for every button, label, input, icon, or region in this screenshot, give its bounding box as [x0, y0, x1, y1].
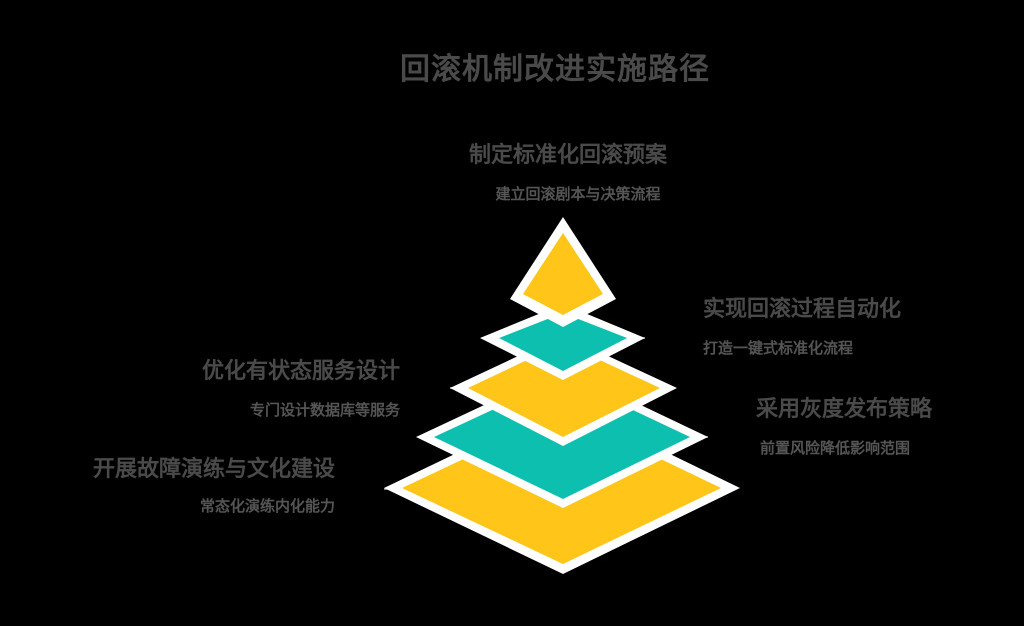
label-layer-1-heading: 制定标准化回滚预案: [468, 143, 667, 168]
label-layer-5: 开展故障演练与文化建设 常态化演练内化能力: [50, 456, 335, 515]
label-layer-5-sub: 常态化演练内化能力: [199, 497, 335, 515]
pyramid-layer-1-fill: [523, 233, 603, 315]
label-layer-1-sub: 建立回滚剧本与决策流程: [495, 185, 661, 203]
label-layer-3: 优化有状态服务设计 专门设计数据库等服务: [120, 358, 400, 420]
pyramid-layer-2-fill: [499, 313, 627, 371]
label-layer-4: 采用灰度发布策略 前置风险降低影响范围: [756, 396, 932, 458]
label-layer-2: 实现回滚过程自动化 打造一键式标准化流程: [703, 296, 901, 358]
label-layer-5-heading: 开展故障演练与文化建设: [92, 457, 335, 482]
label-layer-3-heading: 优化有状态服务设计: [201, 359, 400, 384]
label-layer-3-sub: 专门设计数据库等服务: [249, 401, 400, 419]
label-layer-2-heading: 实现回滚过程自动化: [703, 297, 902, 322]
label-layer-4-sub: 前置风险降低影响范围: [760, 439, 911, 457]
label-layer-4-heading: 采用灰度发布策略: [756, 397, 933, 422]
label-layer-2-sub: 打造一键式标准化流程: [703, 339, 854, 357]
label-layer-1: 制定标准化回滚预案 建立回滚剧本与决策流程: [428, 142, 708, 204]
diagram-title: 回滚机制改进实施路径: [400, 52, 710, 87]
pyramid-layer-3-fill: [468, 343, 660, 437]
